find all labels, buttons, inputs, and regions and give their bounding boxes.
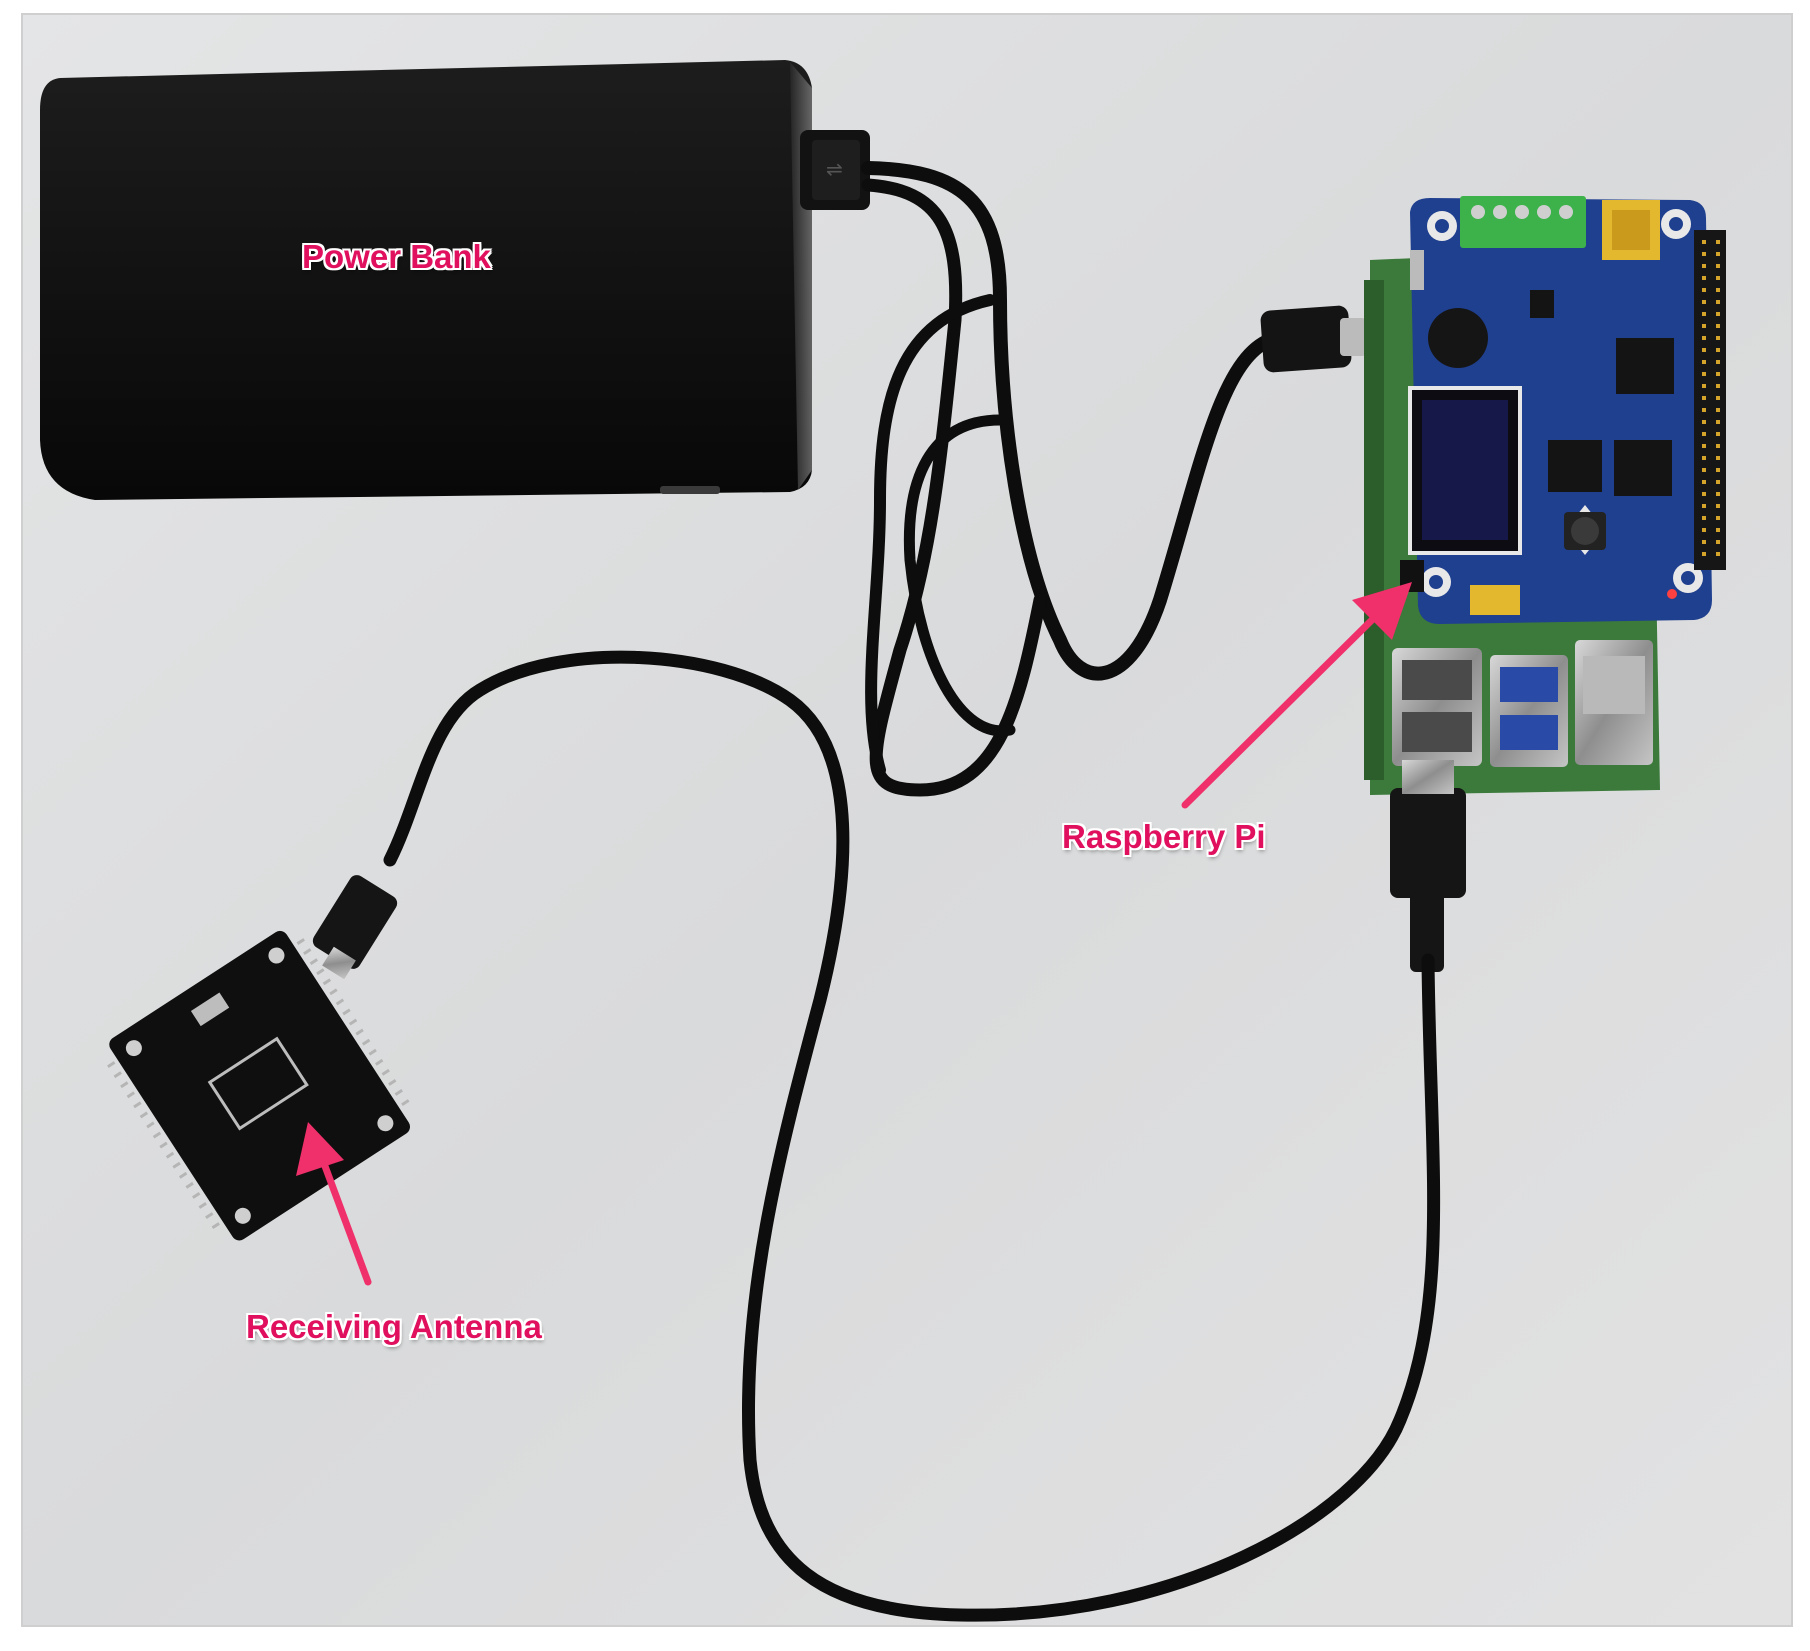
- pi-power-plug: [1260, 305, 1366, 373]
- label-receiving-antenna: Receiving Antenna: [246, 1308, 542, 1345]
- svg-text:⇌: ⇌: [826, 157, 843, 181]
- usb-cable: [312, 650, 1466, 1622]
- arrow-receiving-antenna: [296, 1122, 372, 1286]
- power-cable: [861, 161, 1277, 797]
- label-raspberry-pi: Raspberry Pi: [1062, 818, 1266, 855]
- label-power-bank: Power Bank: [302, 238, 491, 275]
- arrow-raspberry-pi: [1181, 582, 1412, 809]
- raspberry-pi: [1364, 196, 1726, 795]
- power-bank: ⇌: [40, 60, 870, 500]
